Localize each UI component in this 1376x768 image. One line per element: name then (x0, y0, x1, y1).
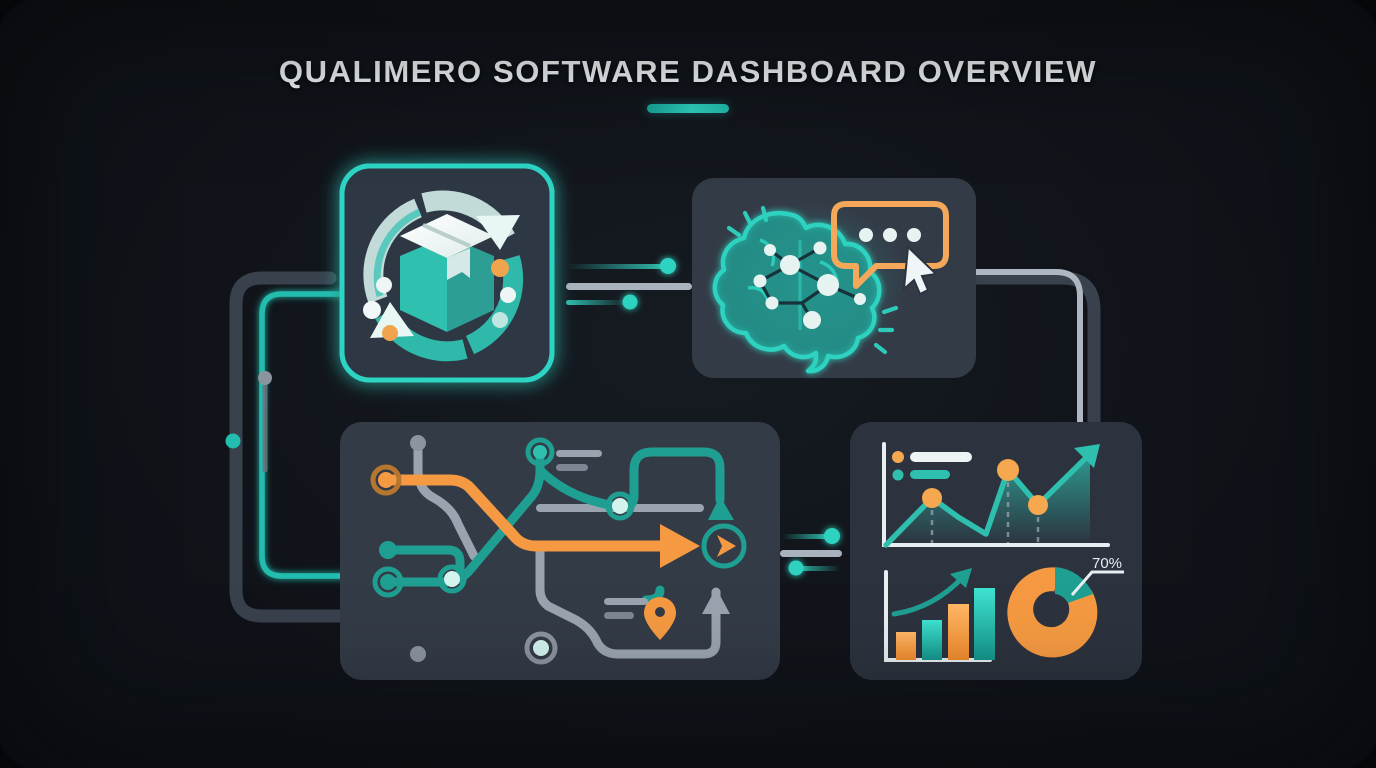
bar-trend-arrow (950, 568, 972, 588)
title-underline (647, 104, 729, 113)
chat-typing-dots (859, 228, 921, 242)
donut-segment-teal (1055, 567, 1093, 603)
connector-dot-left-teal (225, 433, 241, 449)
bar-chart-icon (884, 568, 995, 662)
node-dots (370, 435, 635, 665)
connector-card1-to-card3-left-loop (259, 291, 351, 579)
connector-card1-to-card2 (566, 258, 692, 310)
workflow-routing-card[interactable] (340, 422, 780, 680)
refresh-arrows-icon (363, 190, 524, 362)
bar-trend-curve (891, 573, 967, 617)
bar (974, 588, 995, 660)
title-block: QUALIMERO SOFTWARE DASHBOARD OVERVIEW (0, 54, 1376, 113)
connector-left-gray-loop (229, 271, 347, 623)
ai-brain-chat-card[interactable] (692, 178, 976, 378)
donut-segment-orange (1007, 567, 1098, 658)
route-path-orange (380, 474, 674, 552)
chart-trend-arrow (1074, 444, 1100, 468)
chart-legend (892, 451, 972, 481)
page-title: QUALIMERO SOFTWARE DASHBOARD OVERVIEW (278, 54, 1098, 89)
cursor-arrow-icon (902, 244, 939, 296)
route-arrow-teal-down (708, 496, 734, 520)
connector-card3-to-card4 (780, 528, 842, 576)
bar (922, 620, 942, 660)
node-dots (363, 259, 516, 341)
chart-markers (922, 459, 1048, 515)
bar (896, 632, 916, 660)
brain-network-icon (712, 205, 899, 374)
donut-label: 70% (1092, 555, 1122, 572)
location-pin-icon (644, 597, 676, 640)
analytics-charts-card[interactable]: 70% (850, 422, 1142, 680)
line-area-chart-icon (882, 442, 1110, 548)
route-arrow-gray-up (702, 588, 730, 614)
route-arrow-orange (660, 524, 700, 568)
package-box-icon (400, 214, 494, 332)
bar (948, 604, 969, 660)
donut-leader-line (1070, 570, 1124, 596)
placeholder-text-bars (556, 450, 648, 619)
connector-card2-to-card4-right-loop (972, 269, 1083, 441)
donut-chart-icon: 70% (1007, 555, 1124, 658)
connector-dot-left-gray (258, 371, 272, 385)
chat-bubble-icon (831, 201, 949, 289)
play-circle-icon[interactable] (701, 523, 747, 569)
chart-guidelines (930, 472, 1040, 543)
package-sync-card[interactable] (332, 156, 562, 390)
